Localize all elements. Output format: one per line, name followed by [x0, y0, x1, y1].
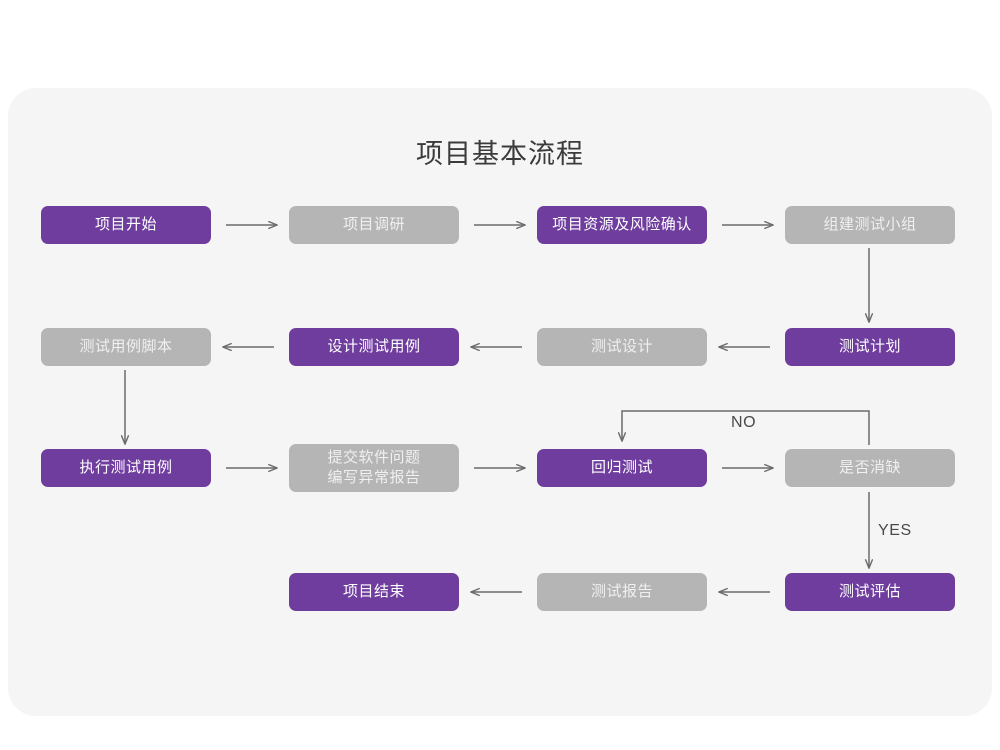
node-label: 设计测试用例 — [327, 338, 421, 355]
node-label: 测试评估 — [838, 583, 901, 600]
flowchart-panel — [8, 88, 992, 716]
page-title: 项目基本流程 — [416, 139, 584, 169]
node-submit-issue-report[interactable]: 提交软件问题 编写异常报告 — [289, 444, 459, 492]
node-label: 项目资源及风险确认 — [552, 216, 692, 233]
node-project-end[interactable]: 项目结束 — [289, 573, 459, 611]
node-label: 测试设计 — [590, 338, 653, 355]
node-test-evaluation[interactable]: 测试评估 — [785, 573, 955, 611]
node-project-start[interactable]: 项目开始 — [41, 206, 211, 244]
node-regression-test[interactable]: 回归测试 — [537, 449, 707, 487]
node-resource-risk-confirm[interactable]: 项目资源及风险确认 — [537, 206, 707, 244]
node-label: 组建测试小组 — [823, 216, 917, 233]
node-label: 项目结束 — [342, 583, 405, 600]
node-test-case-script[interactable]: 测试用例脚本 — [41, 328, 211, 366]
node-form-test-team[interactable]: 组建测试小组 — [785, 206, 955, 244]
node-defect-cleared[interactable]: 是否消缺 — [785, 449, 955, 487]
node-label: 项目开始 — [94, 216, 157, 233]
node-test-report[interactable]: 测试报告 — [537, 573, 707, 611]
node-label: 执行测试用例 — [79, 459, 173, 476]
node-label: 回归测试 — [590, 459, 653, 476]
edge-label-yes: YES — [878, 522, 912, 539]
node-label: 测试用例脚本 — [79, 338, 173, 355]
node-label: 测试计划 — [838, 338, 901, 355]
node-label: 是否消缺 — [838, 459, 901, 476]
node-label: 提交软件问题 编写异常报告 — [327, 449, 421, 486]
node-design-test-case[interactable]: 设计测试用例 — [289, 328, 459, 366]
edge-label-no: NO — [731, 414, 757, 431]
node-execute-test-case[interactable]: 执行测试用例 — [41, 449, 211, 487]
node-label: 测试报告 — [590, 583, 653, 600]
node-test-design[interactable]: 测试设计 — [537, 328, 707, 366]
node-test-plan[interactable]: 测试计划 — [785, 328, 955, 366]
node-project-research[interactable]: 项目调研 — [289, 206, 459, 244]
node-label: 项目调研 — [342, 216, 405, 233]
